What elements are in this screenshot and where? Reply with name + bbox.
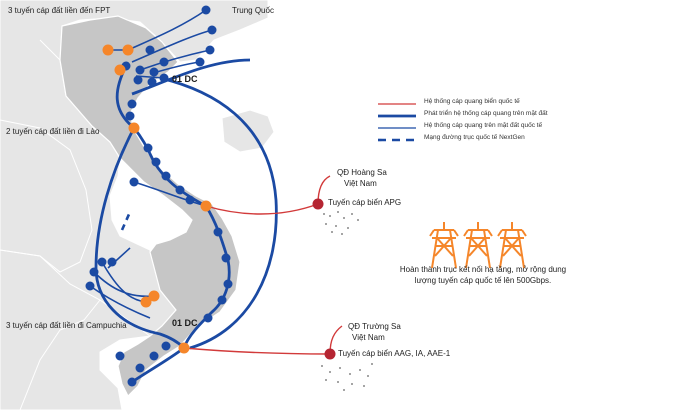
legend-label: Hệ thống cáp quang biển quốc tế bbox=[424, 98, 520, 105]
island-marker-icon bbox=[324, 348, 336, 360]
land-vietnam bbox=[59, 15, 241, 398]
legend-label: Mạng đường trục quốc tế NextGen bbox=[424, 134, 525, 141]
china-label: Trung Quốc bbox=[232, 6, 274, 15]
truongsa-label-line2: Việt Nam bbox=[352, 333, 385, 342]
capacity-note: Hoàn thành trục kết nối hạ tầng, mở rộng… bbox=[399, 265, 567, 285]
hoangsa-label-line2: Việt Nam bbox=[344, 179, 377, 188]
hoangsa-label-line1: QĐ Hoàng Sa bbox=[337, 168, 387, 177]
dc-north-label: 01 DC bbox=[172, 74, 198, 84]
land-hainan bbox=[221, 109, 275, 153]
transmission-tower-icon bbox=[429, 222, 527, 269]
dc-south-label: 01 DC bbox=[172, 318, 198, 328]
blue-nodes bbox=[85, 5, 233, 387]
fpt-label: 3 tuyến cáp đất liền đến FPT bbox=[8, 6, 111, 15]
cambodia-label: 3 tuyến cáp đất liền đi Campuchia bbox=[6, 321, 127, 330]
nextgen-dashed-link bbox=[120, 211, 132, 231]
orange-nodes bbox=[102, 44, 212, 354]
legend-label: Phát triển hệ thống cáp quang trên mặt đ… bbox=[424, 110, 548, 117]
truongsa-label-line1: QĐ Trường Sa bbox=[348, 322, 401, 331]
legend-label: Hệ thống cáp quang trên mặt đất quốc tế bbox=[424, 122, 543, 129]
apg-cable-label: Tuyến cáp biển APG bbox=[328, 198, 402, 207]
legend-swatches bbox=[378, 103, 416, 142]
laos-label: 2 tuyến cáp đất liền đi Lào bbox=[6, 127, 100, 136]
aag-cable-label: Tuyến cáp biển AAG, IA, AAE-1 bbox=[338, 349, 451, 358]
island-dots bbox=[321, 211, 373, 391]
island-marker-icon bbox=[312, 198, 324, 210]
